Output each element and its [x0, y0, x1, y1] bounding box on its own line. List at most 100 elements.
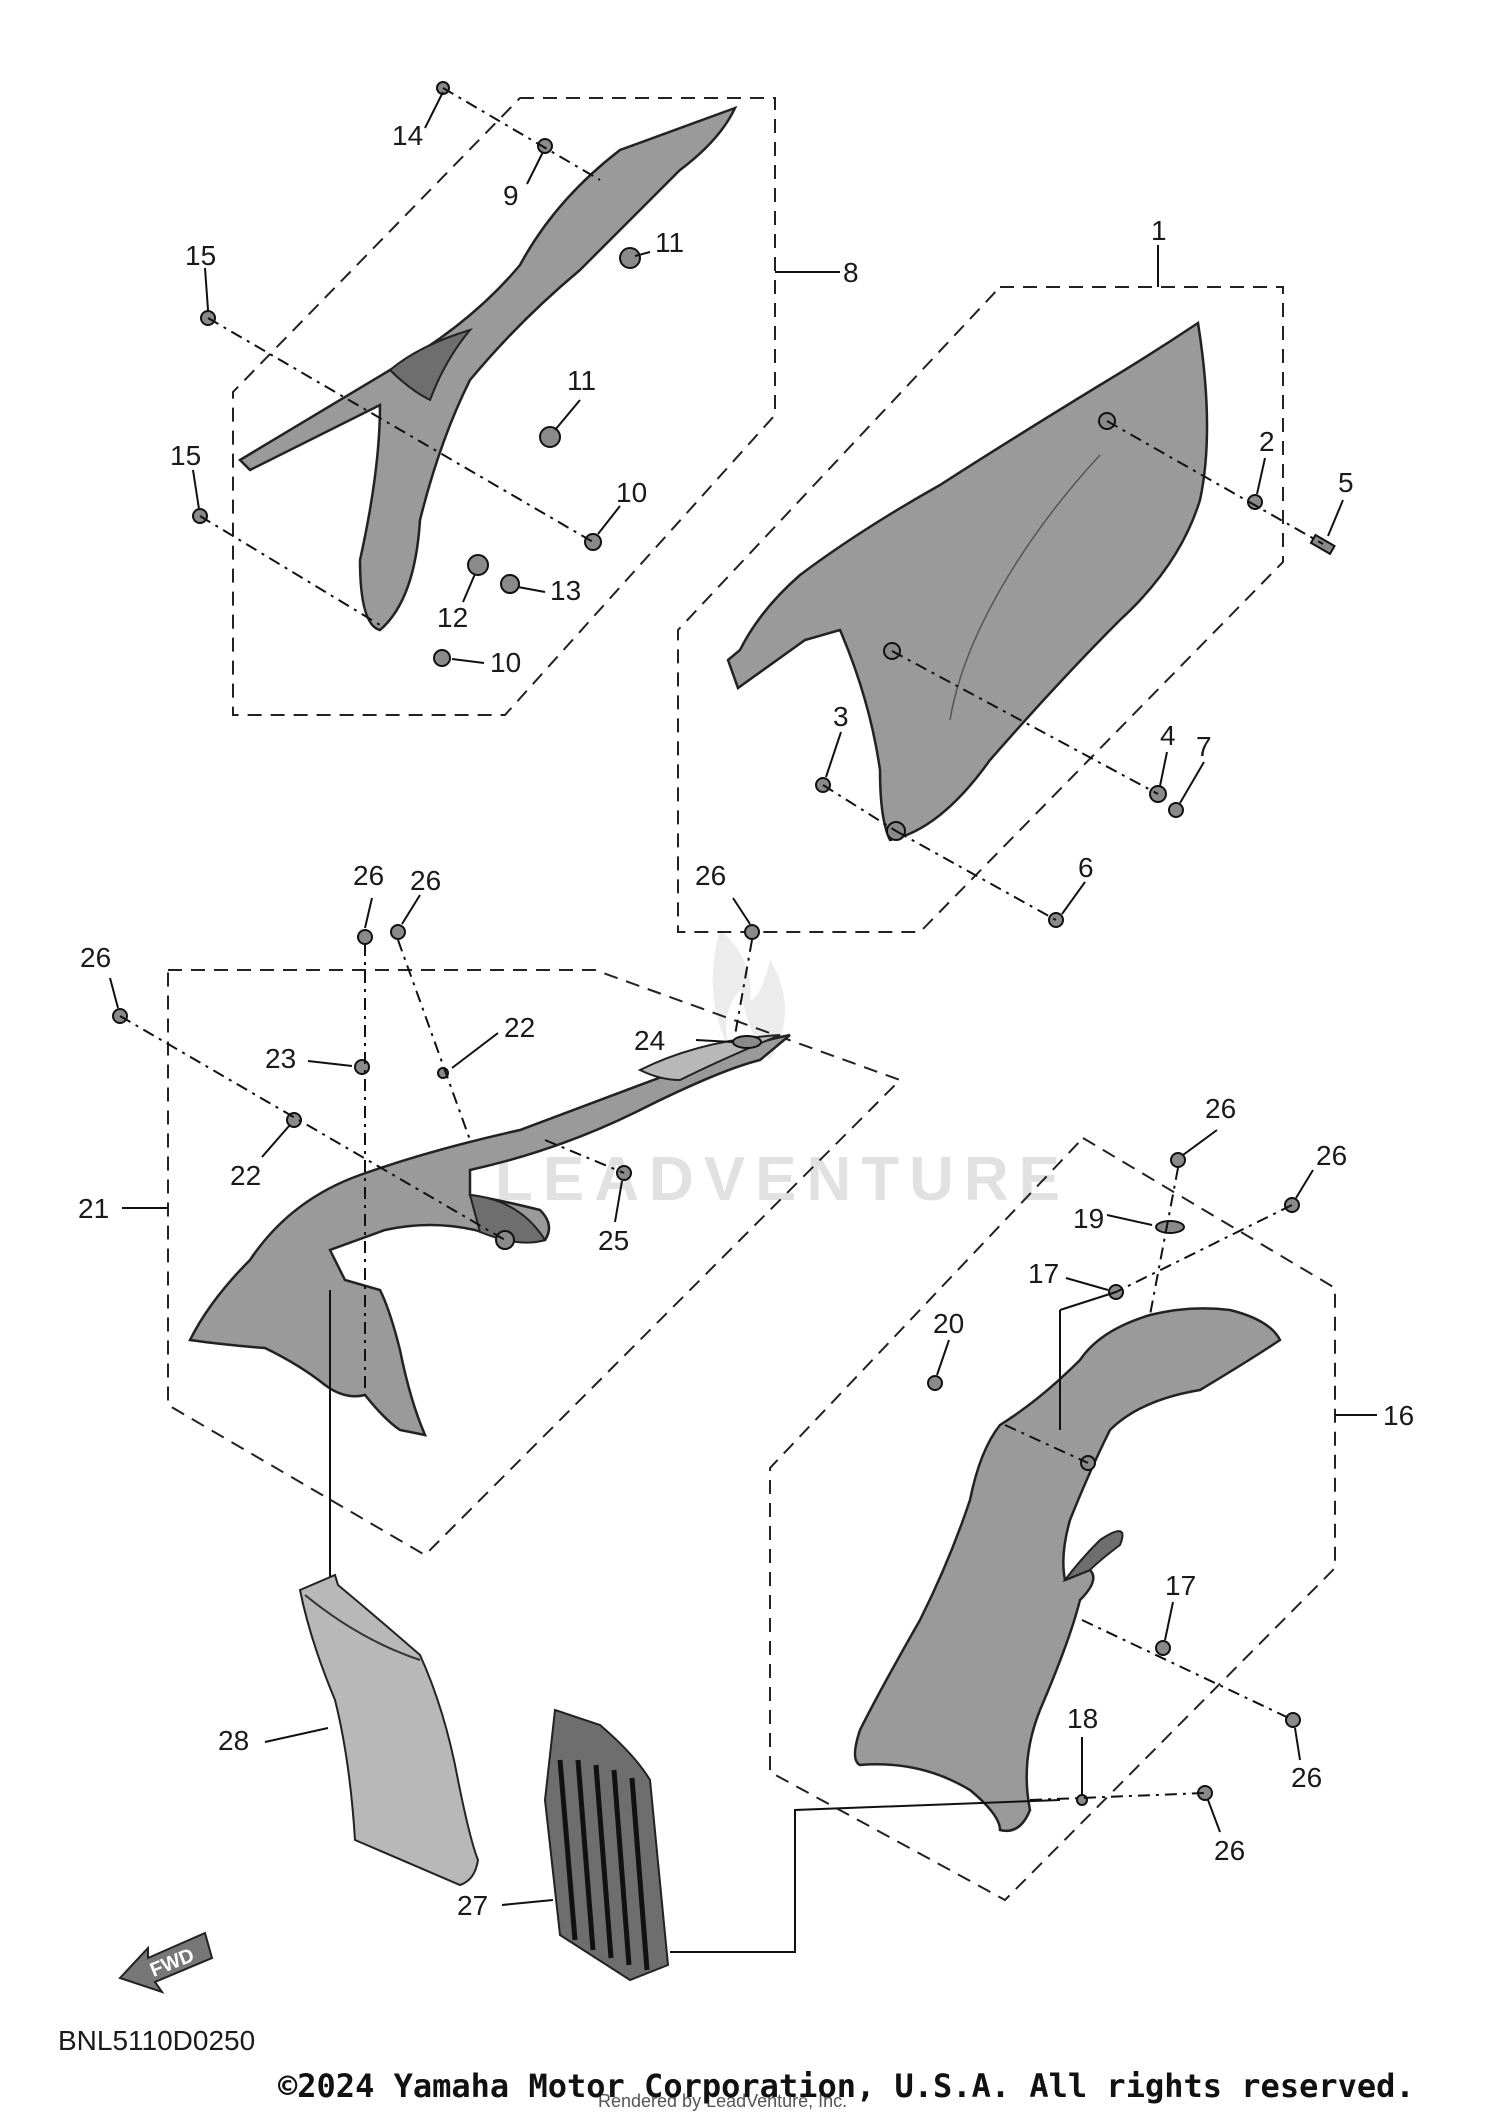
callout-16: 16 — [1383, 1400, 1414, 1431]
callout-2: 2 — [1259, 426, 1275, 457]
diagram-code: BNL5110D0250 — [58, 2025, 255, 2056]
air-duct — [298, 1573, 480, 1887]
leader-23 — [307, 1060, 353, 1067]
louver-slats — [557, 1759, 650, 1971]
callout-10-upper: 10 — [616, 477, 647, 508]
nut-20 — [927, 1375, 943, 1391]
leader-6 — [1061, 881, 1086, 915]
leader-26-c — [732, 897, 751, 925]
air-duct-edge — [304, 1594, 421, 1661]
leader-10a — [597, 505, 621, 535]
leader-12 — [462, 573, 476, 603]
callout-19: 19 — [1073, 1203, 1104, 1234]
grommet-18 — [1076, 1794, 1088, 1806]
callout-26-f: 26 — [1316, 1140, 1347, 1171]
grommet-11-lower — [539, 426, 561, 448]
panel-slot-shadow — [1062, 1530, 1124, 1583]
callout-28: 28 — [218, 1725, 249, 1756]
callout-27: 27 — [457, 1890, 488, 1921]
assembly-line-26-d — [119, 1015, 506, 1241]
leader-26-d — [109, 977, 119, 1009]
group-16-boundary — [769, 1136, 1336, 1902]
collar-10-upper — [584, 533, 602, 551]
leader-26-f — [1295, 1169, 1314, 1199]
assembly-line-15-lower — [199, 515, 381, 626]
assembly-line-15-upper — [207, 317, 594, 543]
leader-20 — [936, 1339, 950, 1376]
callout-22-upper: 22 — [504, 1012, 535, 1043]
grommet-23 — [354, 1059, 370, 1075]
leader-7 — [1179, 761, 1205, 804]
callout-4: 4 — [1160, 720, 1176, 751]
callout-9: 9 — [503, 180, 519, 211]
leader-17-upper — [1065, 1277, 1109, 1291]
bolt-6 — [1048, 912, 1064, 928]
assembly-group-1: 1 2 5 3 4 7 6 — [677, 215, 1354, 933]
leader-2 — [1256, 457, 1266, 495]
assembly-line-6 — [895, 830, 1057, 921]
part-27-group: 27 — [457, 1708, 670, 1982]
callout-17-upper: 17 — [1028, 1258, 1059, 1289]
louver-slat-4 — [611, 1769, 632, 1966]
callout-26-a: 26 — [353, 860, 384, 891]
leader-9 — [526, 151, 544, 185]
callout-6: 6 — [1078, 852, 1094, 883]
callout-26-h: 26 — [1214, 1835, 1245, 1866]
assembly-group-16: 26 26 19 17 20 16 17 26 18 26 — [670, 1093, 1414, 1953]
leader-11a — [634, 251, 651, 257]
forward-arrow: FWD — [118, 1931, 214, 1994]
leader-22-lower — [261, 1125, 290, 1158]
clip-19 — [1155, 1220, 1185, 1234]
clip-24 — [732, 1035, 762, 1049]
louver-slat-2 — [575, 1759, 596, 1951]
leader-13 — [517, 586, 546, 593]
callout-26-d: 26 — [80, 942, 111, 973]
leader-3 — [825, 731, 842, 778]
leader-26-g — [1294, 1727, 1301, 1761]
group-21-boundary — [167, 969, 902, 1557]
callout-20: 20 — [933, 1308, 964, 1339]
nut-9 — [537, 138, 553, 154]
callout-11-lower: 11 — [567, 365, 596, 396]
flame-logo — [712, 930, 785, 1060]
callout-14: 14 — [392, 120, 423, 151]
leader-17-lower — [1164, 1601, 1174, 1641]
callout-8: 8 — [843, 257, 859, 288]
leader-26-e — [1182, 1129, 1218, 1156]
assembly-line-17-lower — [1081, 1619, 1294, 1721]
louver-slat-1 — [557, 1759, 578, 1941]
leader-26-a — [364, 897, 373, 929]
group-1-boundary — [677, 286, 1284, 933]
leader-4 — [1159, 751, 1168, 787]
callout-11-upper: 11 — [655, 227, 684, 258]
leader-22-upper — [451, 1032, 499, 1069]
assembly-group-21: 26 26 26 26 24 23 22 22 25 21 — [78, 860, 902, 1590]
louver-grille — [543, 1708, 670, 1982]
callout-25: 25 — [598, 1225, 629, 1256]
leader-17-upper-path — [1059, 1291, 1117, 1311]
panel-crease-line — [949, 454, 1101, 721]
assembly-line-14 — [442, 87, 601, 181]
damper-17-lower — [1155, 1640, 1171, 1656]
screw-26-e — [1170, 1152, 1186, 1168]
assembly-line-22 — [397, 939, 471, 1141]
leader-15a — [204, 267, 209, 311]
screw-26-a — [357, 929, 373, 945]
leadventure-watermark: LEADVENTURE — [495, 930, 1060, 1214]
callout-3: 3 — [833, 701, 849, 732]
callout-7: 7 — [1196, 731, 1212, 762]
assembly-line-18 — [1029, 1792, 1206, 1801]
bolt-7 — [1168, 802, 1184, 818]
callout-21: 21 — [78, 1193, 109, 1224]
connector-16-27 — [670, 1799, 1061, 1953]
callout-22-lower: 22 — [230, 1160, 261, 1191]
louver-slat-5 — [629, 1777, 650, 1971]
leader-14 — [424, 91, 444, 129]
side-cover-panel — [726, 320, 1209, 842]
callout-5: 5 — [1338, 467, 1354, 498]
grommet-11-upper — [619, 247, 641, 269]
leader-11b — [554, 399, 581, 431]
callout-18: 18 — [1067, 1703, 1098, 1734]
leader-5 — [1327, 499, 1344, 537]
